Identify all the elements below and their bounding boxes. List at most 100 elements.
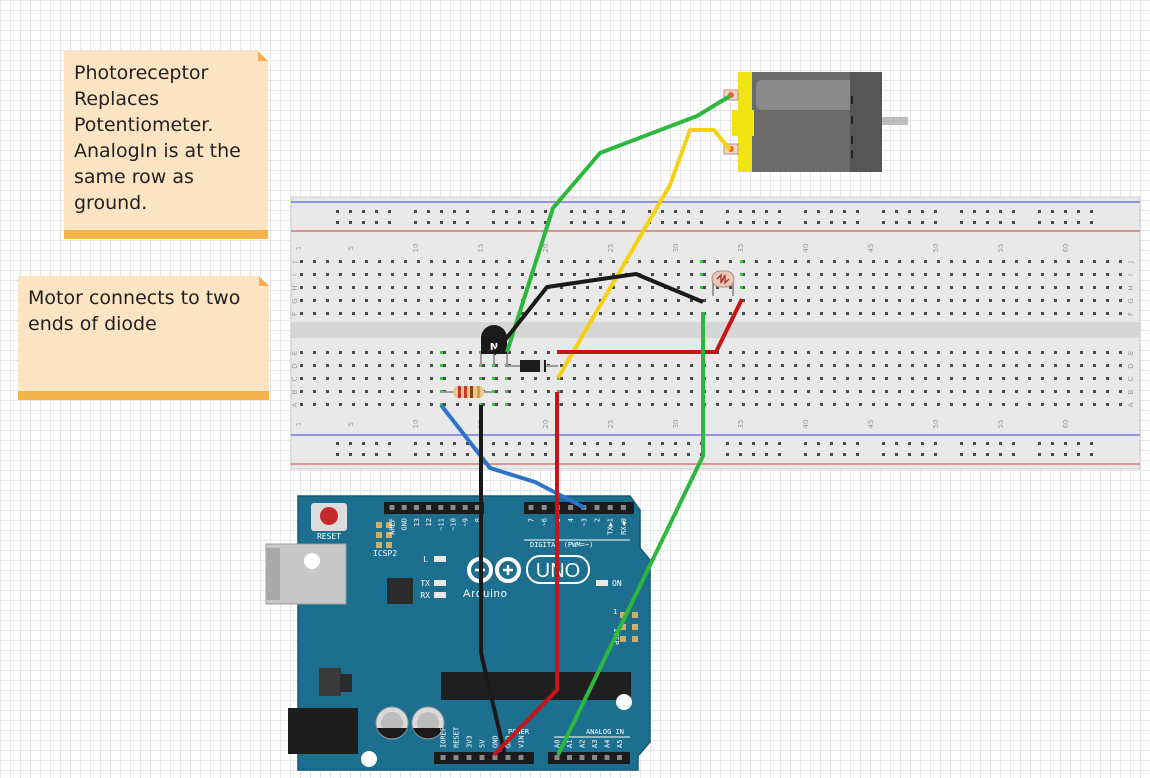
breadboard-hole (742, 286, 745, 289)
breadboard[interactable]: 1155101015152020252530303535404045455050… (290, 196, 1141, 470)
wire-black-gnd[interactable] (479, 405, 507, 756)
breadboard-hole (404, 299, 407, 302)
breadboard-hole (625, 312, 628, 315)
breadboard-hole (573, 299, 576, 302)
breadboard-hole (1041, 299, 1044, 302)
wire-blue[interactable] (439, 403, 586, 510)
breadboard-hole (755, 390, 758, 393)
rail-hole (440, 442, 443, 445)
breadboard-hole (1106, 299, 1109, 302)
power-header-pins[interactable] (440, 755, 623, 760)
breadboard-hole (1054, 312, 1057, 315)
note-motor[interactable]: Motor connects to two ends of diode (18, 276, 269, 400)
column-number: 55 (997, 420, 1005, 429)
breadboard-hole (729, 299, 732, 302)
header-pin (594, 505, 600, 510)
rail-hole (882, 210, 885, 213)
breadboard-hole (1067, 390, 1070, 393)
rx-label: RX (420, 591, 430, 600)
breadboard-hole (651, 364, 654, 367)
breadboard-hole (846, 260, 849, 263)
rail-hole (440, 221, 443, 224)
breadboard-hole (534, 273, 537, 276)
column-number: 45 (867, 244, 875, 253)
wire-yellow-motor[interactable] (556, 128, 732, 380)
rail-hole (609, 442, 612, 445)
breadboard-hole (781, 273, 784, 276)
breadboard-hole (677, 403, 680, 406)
breadboard-hole (651, 260, 654, 263)
breadboard-hole (807, 312, 810, 315)
photoresistor[interactable] (711, 270, 735, 296)
breadboard-hole (794, 299, 797, 302)
note-photoreceptor[interactable]: Photoreceptor Replaces Potentiometer. An… (64, 51, 268, 239)
breadboard-hole (911, 364, 914, 367)
breadboard-hole (716, 377, 719, 380)
breadboard-hole (807, 260, 810, 263)
rail-hole (960, 210, 963, 213)
breadboard-hole (664, 260, 667, 263)
breadboard-hole (677, 377, 680, 380)
rail-hole (1077, 453, 1080, 456)
breadboard-hole (911, 403, 914, 406)
breadboard-hole (690, 377, 693, 380)
breadboard-holes[interactable] (300, 210, 1122, 456)
note-text[interactable]: Motor connects to two ends of diode (28, 287, 247, 335)
breadboard-hole (781, 377, 784, 380)
wire-red-top[interactable] (557, 298, 744, 354)
arduino-uno-board[interactable]: RESET ICSP2 L T (265, 495, 651, 771)
rail-hole (336, 442, 339, 445)
breadboard-hole (1119, 403, 1122, 406)
breadboard-hole (1041, 312, 1044, 315)
breadboard-hole (1028, 377, 1031, 380)
breadboard-hole (404, 351, 407, 354)
rail-hole (908, 453, 911, 456)
breadboard-hole (586, 390, 589, 393)
rail-hole (453, 442, 456, 445)
breadboard-hole (1054, 351, 1057, 354)
wire-red-5v[interactable] (492, 392, 559, 757)
breadboard-hole (989, 364, 992, 367)
breadboard-hole (430, 377, 433, 380)
rail-hole (752, 221, 755, 224)
breadboard-hole (495, 286, 498, 289)
breadboard-hole (326, 286, 329, 289)
rail-hole (843, 453, 846, 456)
column-number: 35 (737, 420, 745, 429)
breadboard-hole (859, 312, 862, 315)
wire-green-a0[interactable] (556, 312, 705, 756)
icsp2-label: ICSP2 (373, 549, 397, 558)
wire-black-top[interactable] (492, 272, 704, 356)
breadboard-hole (924, 364, 927, 367)
breadboard-hole (547, 312, 550, 315)
breadboard-hole (664, 377, 667, 380)
diode[interactable] (508, 360, 558, 372)
breadboard-hole (963, 299, 966, 302)
breadboard-hole (352, 377, 355, 380)
breadboard-hole (859, 260, 862, 263)
rail-hole (1012, 221, 1015, 224)
dc-motor[interactable] (723, 72, 908, 172)
breadboard-hole (976, 390, 979, 393)
breadboard-hole (1093, 286, 1096, 289)
breadboard-hole (365, 390, 368, 393)
breadboard-hole (521, 351, 524, 354)
wire-green-motor[interactable] (505, 94, 732, 353)
rail-hole (440, 210, 443, 213)
header-pin (492, 755, 498, 760)
breadboard-hole (547, 299, 550, 302)
rail-hole (596, 442, 599, 445)
breadboard-hole (547, 351, 550, 354)
rail-hole (609, 221, 612, 224)
note-text[interactable]: Photoreceptor Replaces Potentiometer. An… (74, 62, 247, 214)
rail-hole (765, 442, 768, 445)
mounting-hole (616, 694, 632, 710)
breadboard-hole (755, 351, 758, 354)
resistor[interactable] (441, 386, 493, 398)
rail-hole (453, 221, 456, 224)
digital-label: DIGITAL (PWM=~) (530, 541, 593, 549)
breadboard-hole (872, 377, 875, 380)
breadboard-hole (807, 286, 810, 289)
breadboard-hole (1067, 273, 1070, 276)
breadboard-hole (1054, 390, 1057, 393)
